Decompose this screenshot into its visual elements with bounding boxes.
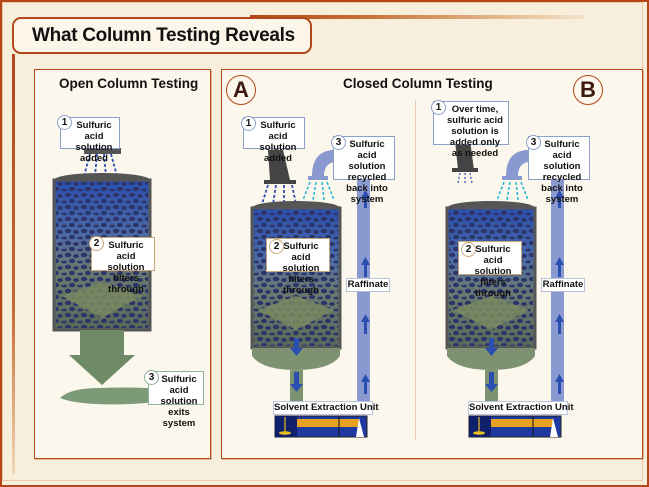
open-step-2-text: Sulfuric acid solution filters through — [107, 240, 145, 295]
open-step-3-number: 3 — [144, 370, 159, 385]
b-solvent-extraction-label: Solvent Extraction Unit — [468, 401, 574, 415]
a-step-1-callout: Sulfuric acid solution added — [243, 117, 305, 164]
page-title: What Column Testing Reveals — [32, 25, 295, 46]
a-step-3-text: Sulfuric acid solution recycled back int… — [346, 139, 388, 205]
a-step-1-text: Sulfuric acid solution added — [259, 120, 297, 164]
title-tab: What Column Testing Reveals — [12, 17, 312, 54]
open-step-2-number: 2 — [89, 236, 104, 251]
title-accent-bar — [250, 15, 585, 19]
scenario-a-badge: A — [226, 75, 256, 105]
b-step-3-number: 3 — [526, 135, 541, 150]
closed-column-a — [250, 150, 370, 402]
a-step-1-number: 1 — [241, 116, 256, 131]
a-step-3-callout: Sulfuric acid solution recycled back int… — [333, 136, 395, 205]
b-step-3-text: Sulfuric acid solution recycled back int… — [541, 139, 583, 205]
b-step-1-text: Over time, sulfuric acid solution is add… — [447, 104, 503, 159]
flow-arrows — [290, 190, 564, 394]
a-step-3-number: 3 — [331, 135, 346, 150]
b-raffinate-label: Raffinate — [541, 278, 585, 292]
scenario-divider — [415, 100, 416, 440]
open-panel-title: Open Column Testing — [59, 76, 199, 91]
open-step-1-number: 1 — [57, 115, 72, 130]
b-step-1-number: 1 — [431, 100, 446, 115]
b-step-2-text: Sulfuric acid solution filters through — [474, 244, 512, 299]
open-step-3-text: Sulfuric acid solution exits system — [160, 374, 198, 429]
closed-panel-title: Closed Column Testing — [343, 76, 493, 91]
a-step-2-number: 2 — [269, 239, 284, 254]
title-side-line — [12, 54, 15, 474]
solvent-extraction-unit-a-graphic — [274, 415, 368, 438]
closed-column-b — [445, 140, 564, 402]
b-step-3-callout: Sulfuric acid solution recycled back int… — [528, 136, 590, 205]
b-step-2-number: 2 — [461, 242, 476, 257]
solvent-extraction-unit-b-graphic — [468, 415, 562, 438]
a-step-2-callout: Sulfuric acid solution filters through — [266, 238, 330, 296]
a-step-2-text: Sulfuric acid solution filters through — [282, 241, 320, 296]
a-solvent-extraction-label: Solvent Extraction Unit — [273, 401, 379, 415]
a-raffinate-label: Raffinate — [346, 278, 390, 292]
scenario-b-badge: B — [573, 75, 603, 105]
open-step-1-text: Sulfuric acid solution added — [75, 120, 113, 164]
